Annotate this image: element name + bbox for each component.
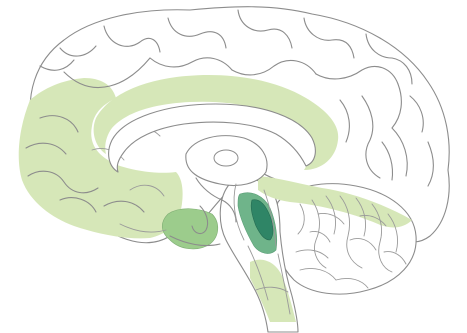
- thalamus-nucleus: [214, 150, 238, 166]
- highlight-amygdala-region: [162, 209, 218, 249]
